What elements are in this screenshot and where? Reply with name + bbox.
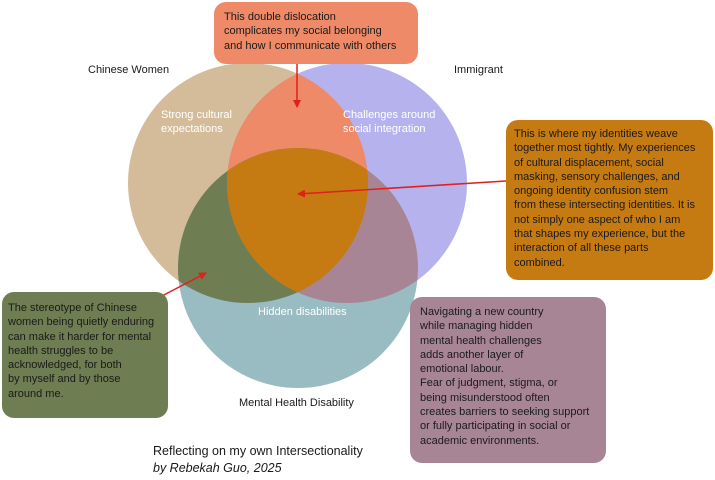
set-label-immigrant: Immigrant [454,64,503,76]
arrow-left [159,272,207,298]
callout-left-text: The stereotype of Chinese women being qu… [8,302,155,400]
callout-top: This double dislocation complicates my s… [214,2,418,64]
callout-bottom-text: Navigating a new country while managing … [420,306,590,447]
callout-top-text: This double dislocation complicates my s… [224,11,397,52]
callout-left: The stereotype of Chinese women being qu… [2,292,168,418]
caption-title: Reflecting on my own Intersectionality [153,444,363,458]
callout-right: This is where my identities weave togeth… [506,120,713,280]
set-label-chinese-women: Chinese Women [88,64,170,76]
circle-label-mental-health: Hidden disabilities [258,306,347,318]
overlap-center [227,148,368,303]
callout-bottom: Navigating a new country while managing … [410,297,606,463]
circle-label-immigrant: Challenges around social integration [343,109,436,135]
caption-byline: by Rebekah Guo, 2025 [153,461,282,475]
set-label-mental-health-disability: Mental Health Disability [239,397,354,409]
circle-label-chinese-women: Strong cultural expectations [161,109,232,135]
callout-right-text: This is where my identities weave togeth… [514,128,696,269]
arrow-right [297,180,507,198]
